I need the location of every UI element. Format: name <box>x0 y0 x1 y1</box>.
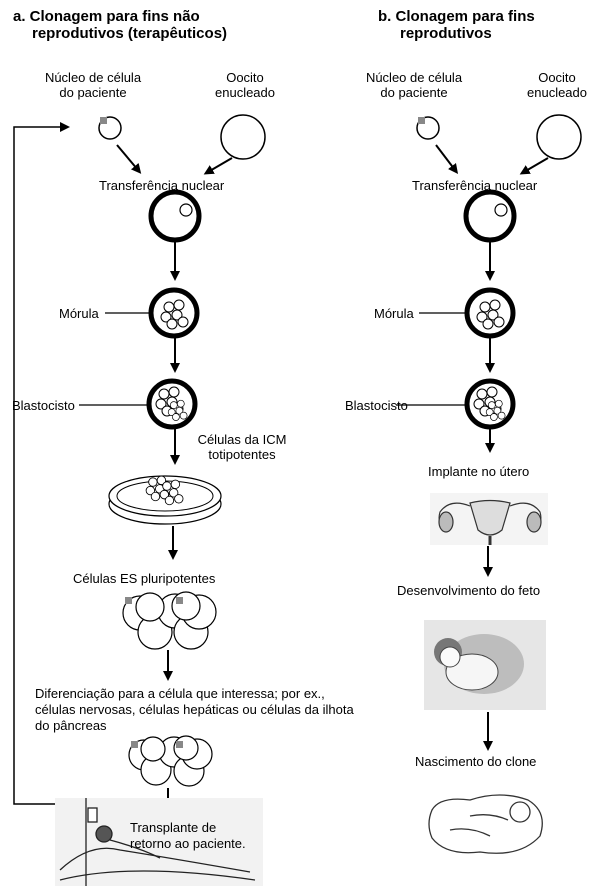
nuclear-transfer-label-a: Transferência nuclear <box>99 178 224 193</box>
es-cells-cluster-a <box>123 592 216 649</box>
transplant-label: Transplante de retorno ao paciente. <box>130 820 246 852</box>
oocyte-label-b: Oocito enucleado <box>521 70 593 100</box>
icm-label-line1: Células da ICM <box>187 432 297 447</box>
panel-a-graphics <box>14 115 265 886</box>
differentiation-label: Diferenciação para a célula que interess… <box>35 686 354 734</box>
es-cells-label: Células ES pluripotentes <box>73 571 215 586</box>
icm-cells-label: Células da ICM totipotentes <box>187 432 297 462</box>
differentiation-line3: do pâncreas <box>35 718 354 734</box>
reconstructed-egg-a <box>151 192 199 240</box>
oocyte-label-a: Oocito enucleado <box>210 70 280 100</box>
morula-label-a: Mórula <box>59 306 99 321</box>
fetus-development-label: Desenvolvimento do feto <box>397 583 540 598</box>
morula-label-b: Mórula <box>374 306 414 321</box>
differentiated-cells-a <box>129 736 212 786</box>
reconstructed-egg-b <box>466 192 514 240</box>
nucleus-label-b-line1: Núcleo de célula <box>355 70 473 85</box>
arrow-nucleus-b <box>436 145 455 170</box>
oocyte-label-b-line1: Oocito <box>521 70 593 85</box>
panel-b-title-line2: reprodutivos <box>378 25 535 42</box>
oocyte-label-line1: Oocito <box>210 70 280 85</box>
panel-a-title: a. Clonagem para fins não reprodutivos (… <box>13 8 227 42</box>
icm-label-line2: totipotentes <box>187 447 297 462</box>
panel-b-graphics <box>396 115 581 853</box>
panel-b-title: b. Clonagem para fins reprodutivos <box>378 8 535 42</box>
enucleated-oocyte-a <box>221 115 265 159</box>
implant-label: Implante no útero <box>428 464 529 479</box>
nucleus-label-line1: Núcleo de célula <box>34 70 152 85</box>
blastocyst-label-b: Blastocisto <box>345 398 408 413</box>
panel-b-title-line1: b. Clonagem para fins <box>378 8 535 25</box>
nuclear-transfer-label-b: Transferência nuclear <box>412 178 537 193</box>
arrow-oocyte-a <box>208 158 232 172</box>
fetus-illustration <box>424 620 546 710</box>
enucleated-oocyte-b <box>537 115 581 159</box>
panel-a-title-line1: a. Clonagem para fins não <box>13 8 227 25</box>
oocyte-label-line2: enucleado <box>210 85 280 100</box>
blastocyst-label-a: Blastocisto <box>12 398 75 413</box>
panel-a-title-line2: reprodutivos (terapêuticos) <box>13 25 227 42</box>
nucleus-label-line2: do paciente <box>34 85 152 100</box>
arrow-nucleus-a <box>117 145 138 170</box>
uterus-illustration <box>430 493 548 545</box>
oocyte-label-b-line2: enucleado <box>521 85 593 100</box>
baby-illustration <box>429 795 542 853</box>
patient-nucleus-label-b: Núcleo de célula do paciente <box>355 70 473 100</box>
differentiation-line1: Diferenciação para a célula que interess… <box>35 686 354 702</box>
nucleus-label-b-line2: do paciente <box>355 85 473 100</box>
transplant-line1: Transplante de <box>130 820 246 836</box>
arrow-oocyte-b <box>524 158 548 172</box>
transplant-line2: retorno ao paciente. <box>130 836 246 852</box>
patient-nucleus-label-a: Núcleo de célula do paciente <box>34 70 152 100</box>
clone-birth-label: Nascimento do clone <box>415 754 536 769</box>
differentiation-line2: células nervosas, células hepáticas ou c… <box>35 702 354 718</box>
petri-dish-a <box>109 476 221 524</box>
